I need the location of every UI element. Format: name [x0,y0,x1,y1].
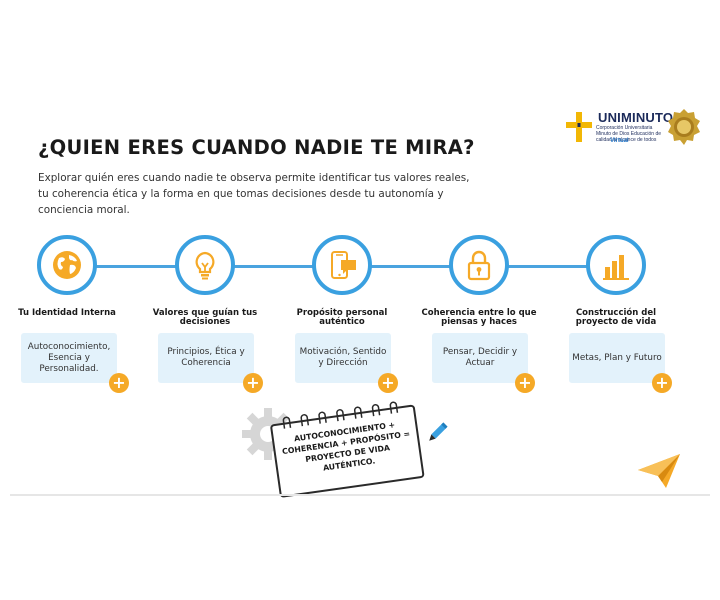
bottom-divider [10,494,710,496]
globe-icon [53,251,81,279]
step-3-card-text: Motivación, Sentido y Dirección [299,347,387,368]
step-3-circle[interactable] [312,235,372,295]
bar-chart-icon [603,255,629,280]
pencil-icon [429,422,448,441]
step-3-expand-button[interactable]: + [378,373,398,393]
step-1-expand-button[interactable]: + [109,373,129,393]
logo-subtitle: Corporación Universitaria Minuto de Dios… [596,125,662,143]
logo-virtual: Virtual [610,138,629,144]
summary-notepad: AUTOCONOCIMIENTO + COHERENCIA + PROPÓSIT… [269,398,427,500]
step-4-card-text: Pensar, Decidir y Actuar [442,347,518,368]
step-5-expand-button[interactable]: + [652,373,672,393]
step-2-expand-button[interactable]: + [243,373,263,393]
step-3-title: Propósito personal auténtico [296,308,388,327]
step-4-card: Pensar, Decidir y Actuar [432,333,528,383]
phone-chat-icon [331,251,356,279]
step-4-title: Coherencia entre lo que piensas y haces [421,308,537,327]
step-1-card-text: Autoconocimiento, Esencia y Personalidad… [27,341,111,374]
step-2-card-text: Principios, Ética y Coherencia [167,347,245,368]
lock-icon [467,250,491,281]
step-5-card: Metas, Plan y Futuro [569,333,665,383]
accreditation-seal-icon [668,109,700,145]
step-2-title: Valores que guían tus decisiones [152,308,258,327]
logo-wordmark: UNIMINUTO [598,110,674,125]
step-3-card: Motivación, Sentido y Dirección [295,333,391,383]
step-5-card-text: Metas, Plan y Futuro [572,352,662,363]
uniminuto-logo: UNIMINUTO Corporación Universitaria Minu… [560,108,700,152]
intro-paragraph: Explorar quién eres cuando nadie te obse… [38,172,470,216]
step-1-title: Tu Identidad Interna [18,308,116,318]
step-2-circle[interactable] [175,235,235,295]
step-4-circle[interactable] [449,235,509,295]
step-1-circle[interactable] [37,235,97,295]
step-5-circle[interactable] [586,235,646,295]
step-4-expand-button[interactable]: + [515,373,535,393]
page-title: ¿QUIEN ERES CUANDO NADIE TE MIRA? [38,136,475,159]
logo-emblem-icon [566,112,592,142]
lightbulb-icon [195,251,215,280]
step-5-title: Construcción del proyecto de vida [575,308,657,327]
step-1-card: Autoconocimiento, Esencia y Personalidad… [21,333,117,383]
paper-plane-icon [638,454,680,488]
step-2-card: Principios, Ética y Coherencia [158,333,254,383]
notepad-rings-icon [282,401,399,429]
